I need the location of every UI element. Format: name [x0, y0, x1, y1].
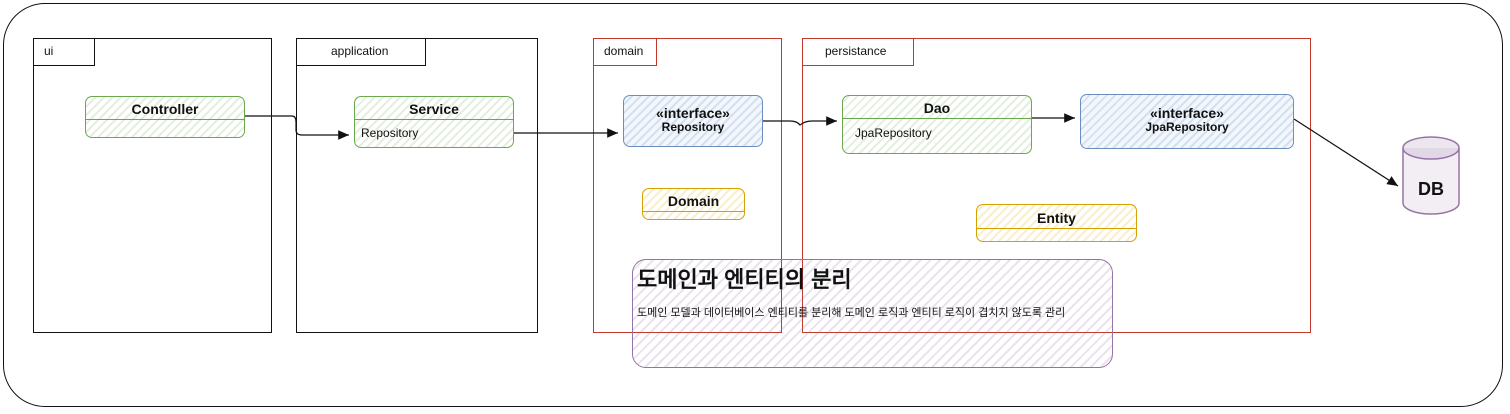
domain-class[interactable]: Domain: [642, 188, 745, 220]
note-title: 도메인과 엔티티의 분리: [637, 267, 852, 292]
service-field-repository: Repository: [361, 126, 419, 140]
controller-class-separator: [86, 119, 244, 120]
repository-interface[interactable]: «interface» Repository: [623, 95, 763, 147]
edge-controller-service[interactable]: [245, 115, 349, 140]
database-icon[interactable]: [1402, 136, 1460, 215]
package-domain-tab: domain: [593, 38, 657, 66]
package-persistance[interactable]: persistance: [802, 38, 1311, 333]
note-domain-entity-separation[interactable]: 도메인과 엔티티의 분리 도메인 모델과 데이터베이스 엔티티를 분리해 도메인…: [632, 259, 1113, 368]
dao-field-jparepository: JpaRepository: [855, 126, 932, 140]
entity-class[interactable]: Entity: [976, 204, 1137, 242]
edge-jparepository-db[interactable]: [1293, 118, 1399, 187]
edge-repository-dao[interactable]: [763, 116, 837, 126]
package-persistance-tab: persistance: [802, 38, 914, 66]
repository-interface-name: Repository: [661, 120, 725, 134]
note-text: 도메인 모델과 데이터베이스 엔티티를 분리해 도메인 로직과 엔티티 로직이 …: [637, 307, 1066, 319]
package-ui-tab: ui: [33, 38, 95, 66]
dao-class-separator: [843, 118, 1031, 119]
system-boundary: [3, 3, 1503, 407]
package-application[interactable]: application: [296, 38, 538, 333]
entity-class-name: Entity: [1037, 210, 1076, 226]
service-class-name: Service: [409, 101, 459, 117]
controller-class[interactable]: Controller: [85, 96, 245, 138]
database-label: DB: [1418, 179, 1444, 199]
package-domain[interactable]: domain: [593, 38, 782, 333]
package-application-tab: application: [296, 38, 426, 66]
package-ui[interactable]: ui: [33, 38, 272, 333]
domain-class-name: Domain: [667, 193, 720, 209]
repository-stereotype: «interface»: [656, 105, 730, 121]
service-class-separator: [355, 119, 513, 120]
entity-class-separator: [977, 228, 1136, 229]
service-class[interactable]: Service Repository: [354, 96, 514, 148]
jparepository-interface[interactable]: «interface» JpaRepository: [1080, 94, 1294, 149]
dao-class-name: Dao: [923, 100, 951, 116]
controller-class-name: Controller: [131, 101, 199, 117]
jparepository-interface-name: JpaRepository: [1145, 120, 1229, 134]
domain-class-separator: [643, 211, 744, 212]
dao-class[interactable]: Dao JpaRepository: [842, 95, 1032, 154]
jparepository-stereotype: «interface»: [1150, 105, 1224, 121]
